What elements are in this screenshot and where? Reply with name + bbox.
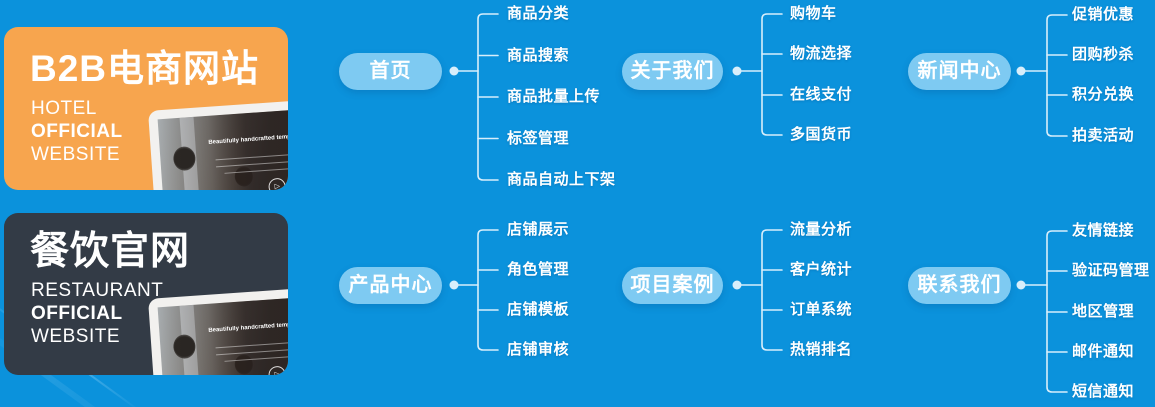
card-subtitle-line: WEBSITE (31, 326, 121, 347)
tree-leaf: 商品搜索 (507, 46, 570, 64)
tree-leaf: 商品分类 (507, 5, 570, 22)
card-subtitle-line: RESTAURANT (31, 280, 164, 301)
tree-leaf: 促销优惠 (1072, 6, 1135, 23)
card-subtitle: HOTEL OFFICIAL WEBSITE (31, 97, 123, 166)
tree-leaf: 流量分析 (790, 221, 853, 238)
tree-leaf: 热销排名 (790, 341, 853, 358)
tree-pill: 关于我们 (622, 52, 723, 90)
tree-leaf: 商品自动上下架 (507, 171, 616, 188)
tree-leaf: 积分兑换 (1072, 86, 1135, 103)
tree-leaf: 验证码管理 (1072, 262, 1150, 279)
tree-leaf: 客户统计 (790, 261, 853, 278)
tree-leaf: 在线支付 (790, 86, 853, 103)
tree-pill: 新闻中心 (908, 52, 1011, 90)
card-subtitle: RESTAURANT OFFICIAL WEBSITE (31, 279, 163, 348)
tree-leaf: 邮件通知 (1072, 343, 1135, 360)
tree-pill: 首页 (339, 52, 442, 90)
template-card-restaurant[interactable]: 餐饮官网 RESTAURANT OFFICIAL WEBSITE Beautif… (4, 213, 288, 375)
tree-leaf: 购物车 (790, 5, 837, 22)
card-subtitle-line: HOTEL (31, 98, 97, 119)
tree-leaf: 商品批量上传 (507, 88, 601, 105)
tree-leaf: 店铺模板 (507, 301, 570, 318)
tree-leaf: 订单系统 (790, 301, 853, 318)
card-subtitle-line: WEBSITE (31, 144, 121, 165)
tree-leaf: 拍卖活动 (1072, 127, 1135, 144)
card-title: 餐饮官网 (30, 230, 191, 273)
tree-leaf: 物流选择 (790, 45, 853, 62)
tree-leaf: 团购秒杀 (1072, 46, 1135, 63)
tree-leaf: 多国货币 (790, 126, 853, 143)
tree-pill: 产品中心 (339, 266, 442, 304)
tree-leaf: 店铺展示 (507, 221, 570, 238)
tree-leaf: 友情链接 (1072, 222, 1135, 239)
card-subtitle-line: OFFICIAL (31, 121, 123, 142)
template-card-b2b[interactable]: B2B电商网站 HOTEL OFFICIAL WEBSITE Beautiful… (4, 27, 288, 190)
tree-leaf: 角色管理 (507, 261, 570, 278)
card-title: B2B电商网站 (30, 48, 260, 89)
tree-leaf: 标签管理 (507, 129, 570, 147)
card-subtitle-line: OFFICIAL (31, 303, 123, 324)
tree-leaf: 地区管理 (1072, 303, 1135, 320)
tree-leaf: 店铺审核 (507, 341, 570, 358)
tree-pill: 联系我们 (908, 266, 1011, 304)
tree-leaf: 短信通知 (1072, 383, 1135, 400)
tree-pill: 项目案例 (622, 266, 723, 304)
